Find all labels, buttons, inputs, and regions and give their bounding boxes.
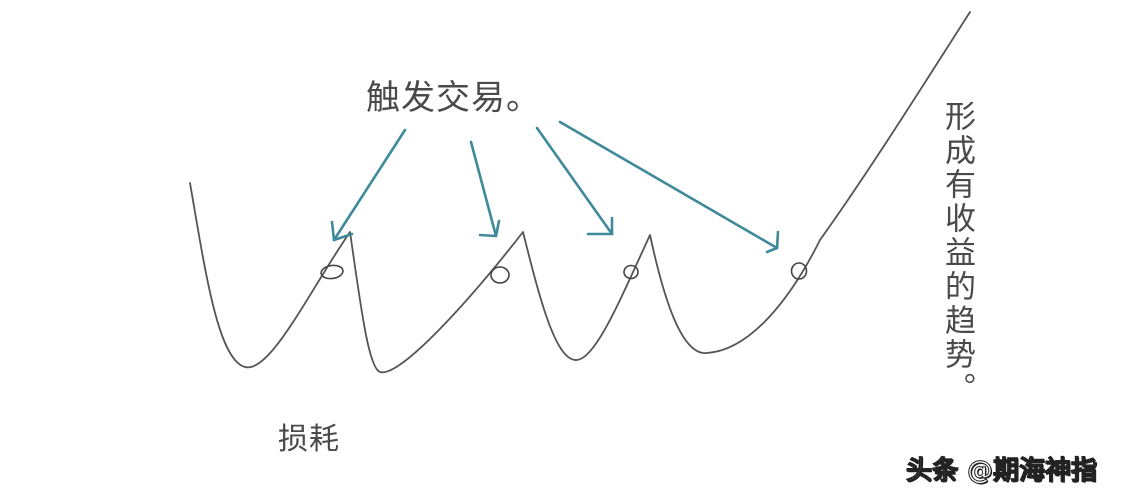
price-curve — [189, 11, 971, 374]
trigger-marker-4 — [790, 262, 808, 280]
trigger-marker-2 — [490, 266, 510, 284]
arrow-3-icon — [535, 126, 614, 236]
trigger-markers — [320, 262, 808, 284]
trigger-trade-label: 触发交易。 — [366, 78, 541, 118]
arrow-4-icon — [558, 120, 780, 254]
trigger-marker-3 — [623, 264, 639, 280]
profit-trend-label: 形成有收益的趋势。 — [939, 100, 975, 406]
arrow-2-icon — [469, 140, 501, 238]
loss-label: 损耗 — [278, 422, 340, 457]
watermark: 头条 @期海神指 — [905, 456, 1098, 487]
trigger-marker-1 — [320, 264, 344, 280]
arrow-1-icon — [330, 128, 407, 242]
arrows — [330, 120, 780, 254]
